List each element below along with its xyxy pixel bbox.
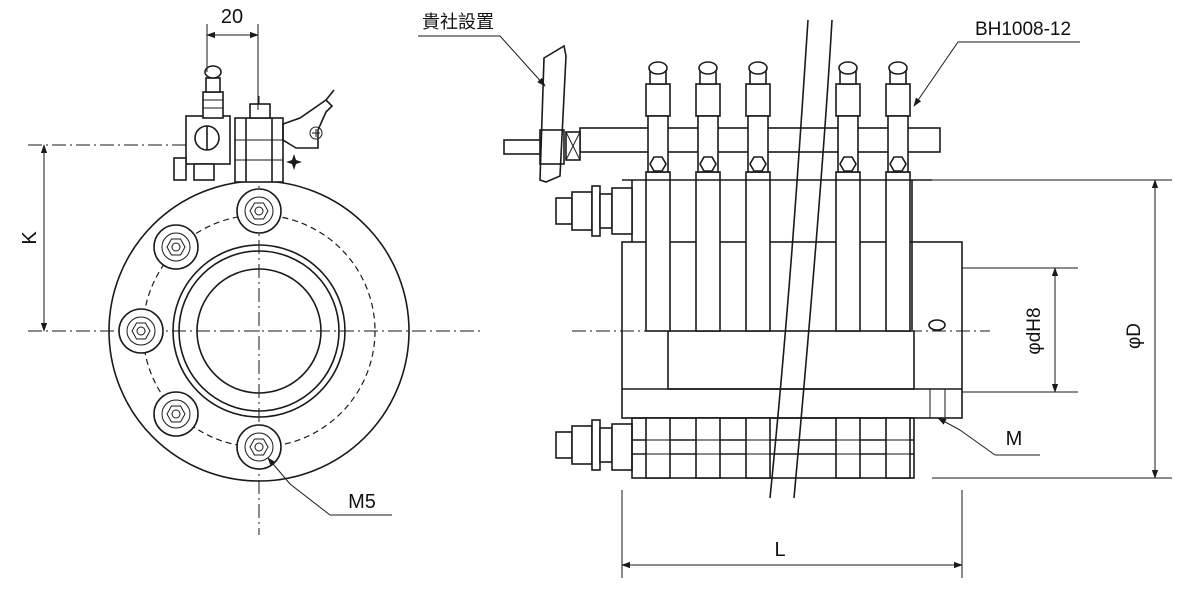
bolt-left <box>118 308 164 354</box>
part-number-label: BH1008-12 <box>975 19 1071 40</box>
bolt-lower-left <box>153 391 199 437</box>
thread-m5-label: M5 <box>348 491 376 513</box>
outer-diameter-label: φD <box>1124 323 1145 349</box>
customer-install-label: 貴社設置 <box>422 12 494 33</box>
side-bolt-upper <box>555 185 633 237</box>
lower-ring-stack <box>631 417 915 479</box>
length-l-label: L <box>774 539 785 561</box>
side-bolt-lower <box>555 419 633 471</box>
side-view <box>418 19 1172 578</box>
bore-diameter-label: φdH8 <box>1024 307 1045 354</box>
brush-columns <box>622 171 932 332</box>
thread-m-label: M <box>1006 428 1023 450</box>
dimension-20-label: 20 <box>221 6 243 28</box>
bolt-bottom <box>236 424 282 470</box>
bolt-top <box>236 188 282 234</box>
bolt-upper-left <box>153 224 199 270</box>
dimension-k-label: K <box>19 231 41 245</box>
top-terminals <box>645 61 911 173</box>
brush-holder-top <box>173 65 335 183</box>
end-view <box>28 24 482 535</box>
